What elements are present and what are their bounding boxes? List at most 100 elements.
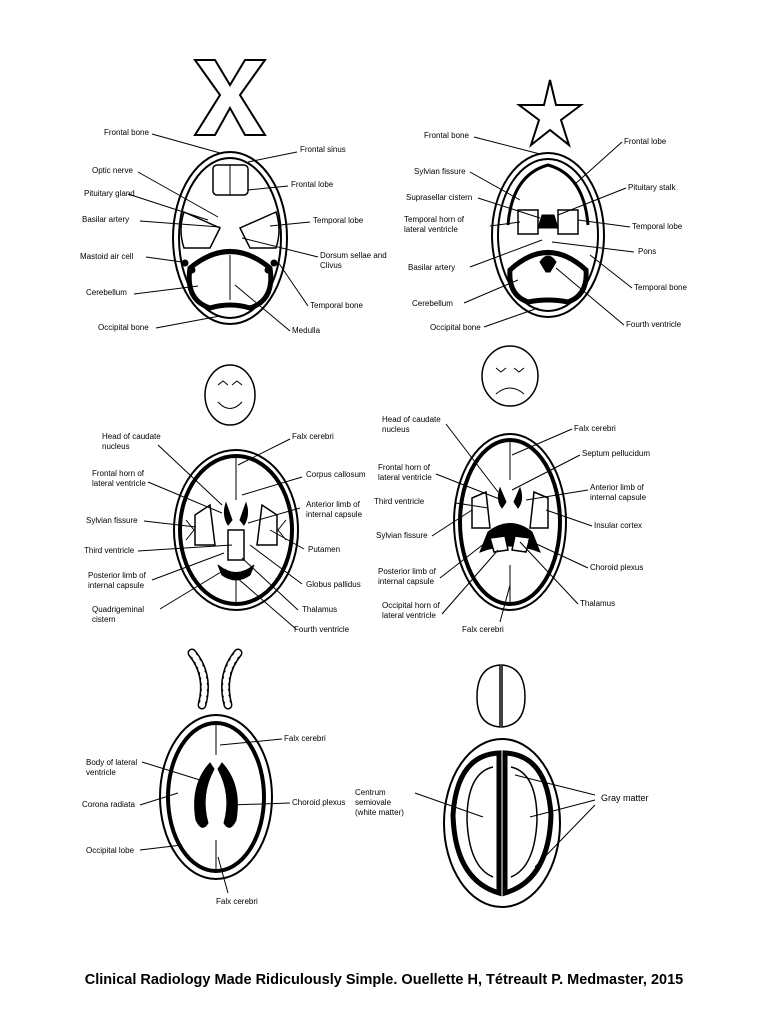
label-pituitary-stalk: Pituitary stalk	[628, 183, 677, 192]
label-frontal-sinus: Frontal sinus	[300, 145, 346, 154]
label-choroid-plexus: Choroid plexus	[590, 563, 643, 572]
label-frontal-lobe: Frontal lobe	[291, 180, 334, 189]
diagram-panel-skull-base: Frontal bone Frontal sinus Optic nerve P…	[70, 50, 410, 350]
label-temporal-lobe: Temporal lobe	[632, 222, 683, 231]
diagram-panel-basal-ganglia: Head of caudate nucleus Falx cerebri Cor…	[70, 355, 390, 645]
label-temporal-horn-2: lateral ventricle	[404, 225, 458, 234]
label-frontal-bone: Frontal bone	[104, 128, 149, 137]
label-frontal-horn-2: lateral ventricle	[378, 473, 432, 482]
label-temporal-bone: Temporal bone	[634, 283, 687, 292]
label-temporal-bone: Temporal bone	[310, 301, 363, 310]
label-body-of-lateral-ventricle: Body of lateral	[86, 758, 137, 767]
diagram-panel-pons: Frontal bone Frontal lobe Sylvian fissur…	[400, 50, 720, 350]
label-insular-cortex: Insular cortex	[594, 521, 642, 530]
leader-lines	[414, 774, 596, 868]
brain-hemispheres-icon	[476, 664, 526, 728]
label-anterior-limb: Anterior limb of	[590, 483, 645, 492]
label-temporal-horn: Temporal horn of	[404, 215, 465, 224]
label-frontal-lobe: Frontal lobe	[624, 137, 667, 146]
label-quadrigeminal-2: cistern	[92, 615, 116, 624]
label-anterior-limb-2: internal capsule	[590, 493, 647, 502]
label-choroid-plexus: Choroid plexus	[292, 798, 345, 807]
label-globus-pallidus: Globus pallidus	[306, 580, 361, 589]
label-falx-cerebri-bottom: Falx cerebri	[216, 897, 258, 906]
star-icon	[516, 79, 584, 148]
leader-lines	[431, 423, 593, 623]
label-posterior-limb-2: internal capsule	[378, 577, 435, 586]
label-frontal-bone: Frontal bone	[424, 131, 469, 140]
label-corona-radiata: Corona radiata	[82, 800, 135, 809]
label-gray-matter: Gray matter	[601, 793, 649, 803]
axial-section-basal-ganglia	[173, 449, 299, 611]
label-occipital-horn: Occipital horn of	[382, 601, 441, 610]
label-sylvian-fissure: Sylvian fissure	[86, 516, 138, 525]
label-thalamus: Thalamus	[302, 605, 337, 614]
label-head-of-caudate-2: nucleus	[102, 442, 130, 451]
label-cerebellum: Cerebellum	[412, 299, 453, 308]
label-third-ventricle: Third ventricle	[84, 546, 135, 555]
diagram-panel-thalamus: Head of caudate nucleus Falx cerebri Sep…	[370, 340, 710, 640]
label-occipital-lobe: Occipital lobe	[86, 846, 135, 855]
label-anterior-limb-2: internal capsule	[306, 510, 363, 519]
axial-section-pons	[491, 152, 605, 318]
label-pituitary-gland: Pituitary gland	[84, 189, 135, 198]
label-mastoid-air-cell: Mastoid air cell	[80, 252, 134, 261]
axial-section-lateral-ventricles	[159, 714, 273, 880]
label-frontal-horn-2: lateral ventricle	[92, 479, 146, 488]
label-cerebellum: Cerebellum	[86, 288, 127, 297]
label-fourth-ventricle: Fourth ventricle	[294, 625, 350, 634]
label-centrum-semiovale: Centrum	[355, 788, 386, 797]
label-sylvian-fissure: Sylvian fissure	[414, 167, 466, 176]
leader-lines	[139, 738, 291, 894]
label-basilar-artery: Basilar artery	[82, 215, 129, 224]
diagram-panel-centrum-semiovale: Gray matter Centrum semiovale (white mat…	[345, 645, 685, 915]
x-icon	[193, 59, 267, 136]
label-temporal-lobe: Temporal lobe	[313, 216, 364, 225]
label-quadrigeminal: Quadrigeminal	[92, 605, 144, 614]
label-medulla: Medulla	[292, 326, 321, 335]
label-basilar-artery: Basilar artery	[408, 263, 455, 272]
diagram-panel-lateral-ventricles: Falx cerebri Body of lateral ventricle C…	[70, 645, 390, 915]
label-frontal-horn: Frontal horn of	[378, 463, 431, 472]
label-head-of-caudate-2: nucleus	[382, 425, 410, 434]
label-occipital-horn-2: lateral ventricle	[382, 611, 436, 620]
label-white-matter: (white matter)	[355, 808, 404, 817]
label-occipital-bone: Occipital bone	[430, 323, 481, 332]
label-posterior-limb: Posterior limb of	[88, 571, 147, 580]
smiley-face-icon	[204, 364, 256, 426]
axial-section-skull-base	[172, 151, 288, 325]
label-anterior-limb: Anterior limb of	[306, 500, 361, 509]
label-dorsum-sellae: Dorsum sellae and	[320, 251, 387, 260]
leader-lines	[137, 438, 305, 630]
worms-icon	[187, 648, 243, 710]
label-posterior-limb-2: internal capsule	[88, 581, 145, 590]
label-frontal-horn: Frontal horn of	[92, 469, 145, 478]
label-head-of-caudate: Head of caudate	[102, 432, 161, 441]
label-falx-cerebri: Falx cerebri	[292, 432, 334, 441]
label-thalamus: Thalamus	[580, 599, 615, 608]
label-fourth-ventricle: Fourth ventricle	[626, 320, 682, 329]
label-putamen: Putamen	[308, 545, 340, 554]
label-posterior-limb: Posterior limb of	[378, 567, 437, 576]
label-falx-cerebri-bottom: Falx cerebri	[462, 625, 504, 634]
label-occipital-bone: Occipital bone	[98, 323, 149, 332]
label-body-of-lateral-ventricle-2: ventricle	[86, 768, 116, 777]
label-centrum-semiovale-2: semiovale	[355, 798, 392, 807]
axial-section-thalamus	[453, 433, 567, 611]
leader-lines	[463, 136, 635, 328]
label-pons: Pons	[638, 247, 656, 256]
label-head-of-caudate: Head of caudate	[382, 415, 441, 424]
label-optic-nerve: Optic nerve	[92, 166, 133, 175]
sad-face-icon	[481, 345, 539, 407]
label-clivus: Clivus	[320, 261, 342, 270]
label-corpus-callosum: Corpus callosum	[306, 470, 366, 479]
label-falx-cerebri: Falx cerebri	[284, 734, 326, 743]
leader-lines	[127, 133, 319, 332]
label-falx-cerebri: Falx cerebri	[574, 424, 616, 433]
label-suprasellar-cistern: Suprasellar cistern	[406, 193, 472, 202]
label-sylvian-fissure: Sylvian fissure	[376, 531, 428, 540]
axial-section-centrum-semiovale	[443, 738, 561, 908]
citation-caption: Clinical Radiology Made Ridiculously Sim…	[84, 972, 684, 988]
label-third-ventricle: Third ventricle	[374, 497, 425, 506]
label-septum-pellucidum: Septum pellucidum	[582, 449, 650, 458]
